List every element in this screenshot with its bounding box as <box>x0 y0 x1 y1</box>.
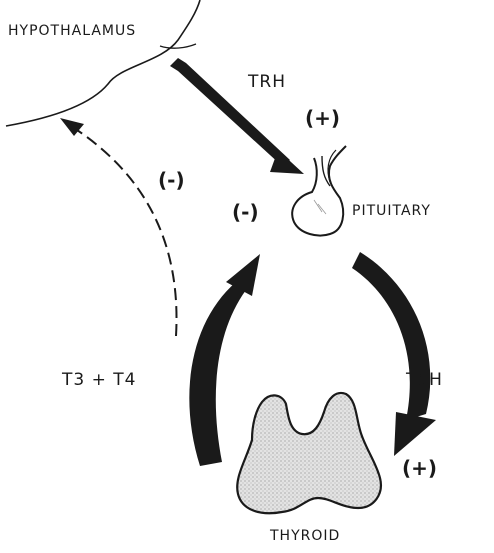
t3-t4-label: T3 + T4 <box>62 370 136 390</box>
hypothalamus-feedback-label: (-) <box>158 168 185 192</box>
thyroid-label: THYROID <box>270 528 340 544</box>
trh-label: TRH <box>248 72 286 92</box>
tsh-label: TSH <box>406 370 443 390</box>
trh-effect-label: (+) <box>305 106 340 130</box>
tsh-arrow-shaft <box>352 252 430 420</box>
thyroid-gland <box>237 393 381 513</box>
hypothalamus-outline <box>6 0 200 126</box>
feedback-dashed-arrow <box>74 128 177 336</box>
hypothalamus-contour <box>160 44 196 48</box>
pituitary-gland <box>292 146 346 236</box>
pituitary-feedback-label: (-) <box>232 200 259 224</box>
tsh-arrow-head <box>394 412 436 456</box>
pituitary-label: PITUITARY <box>352 203 431 219</box>
tsh-effect-label: (+) <box>402 456 437 480</box>
hypothalamus-label: HYPOTHALAMUS <box>8 23 136 39</box>
t3-t4-arrow-shaft <box>189 282 246 466</box>
